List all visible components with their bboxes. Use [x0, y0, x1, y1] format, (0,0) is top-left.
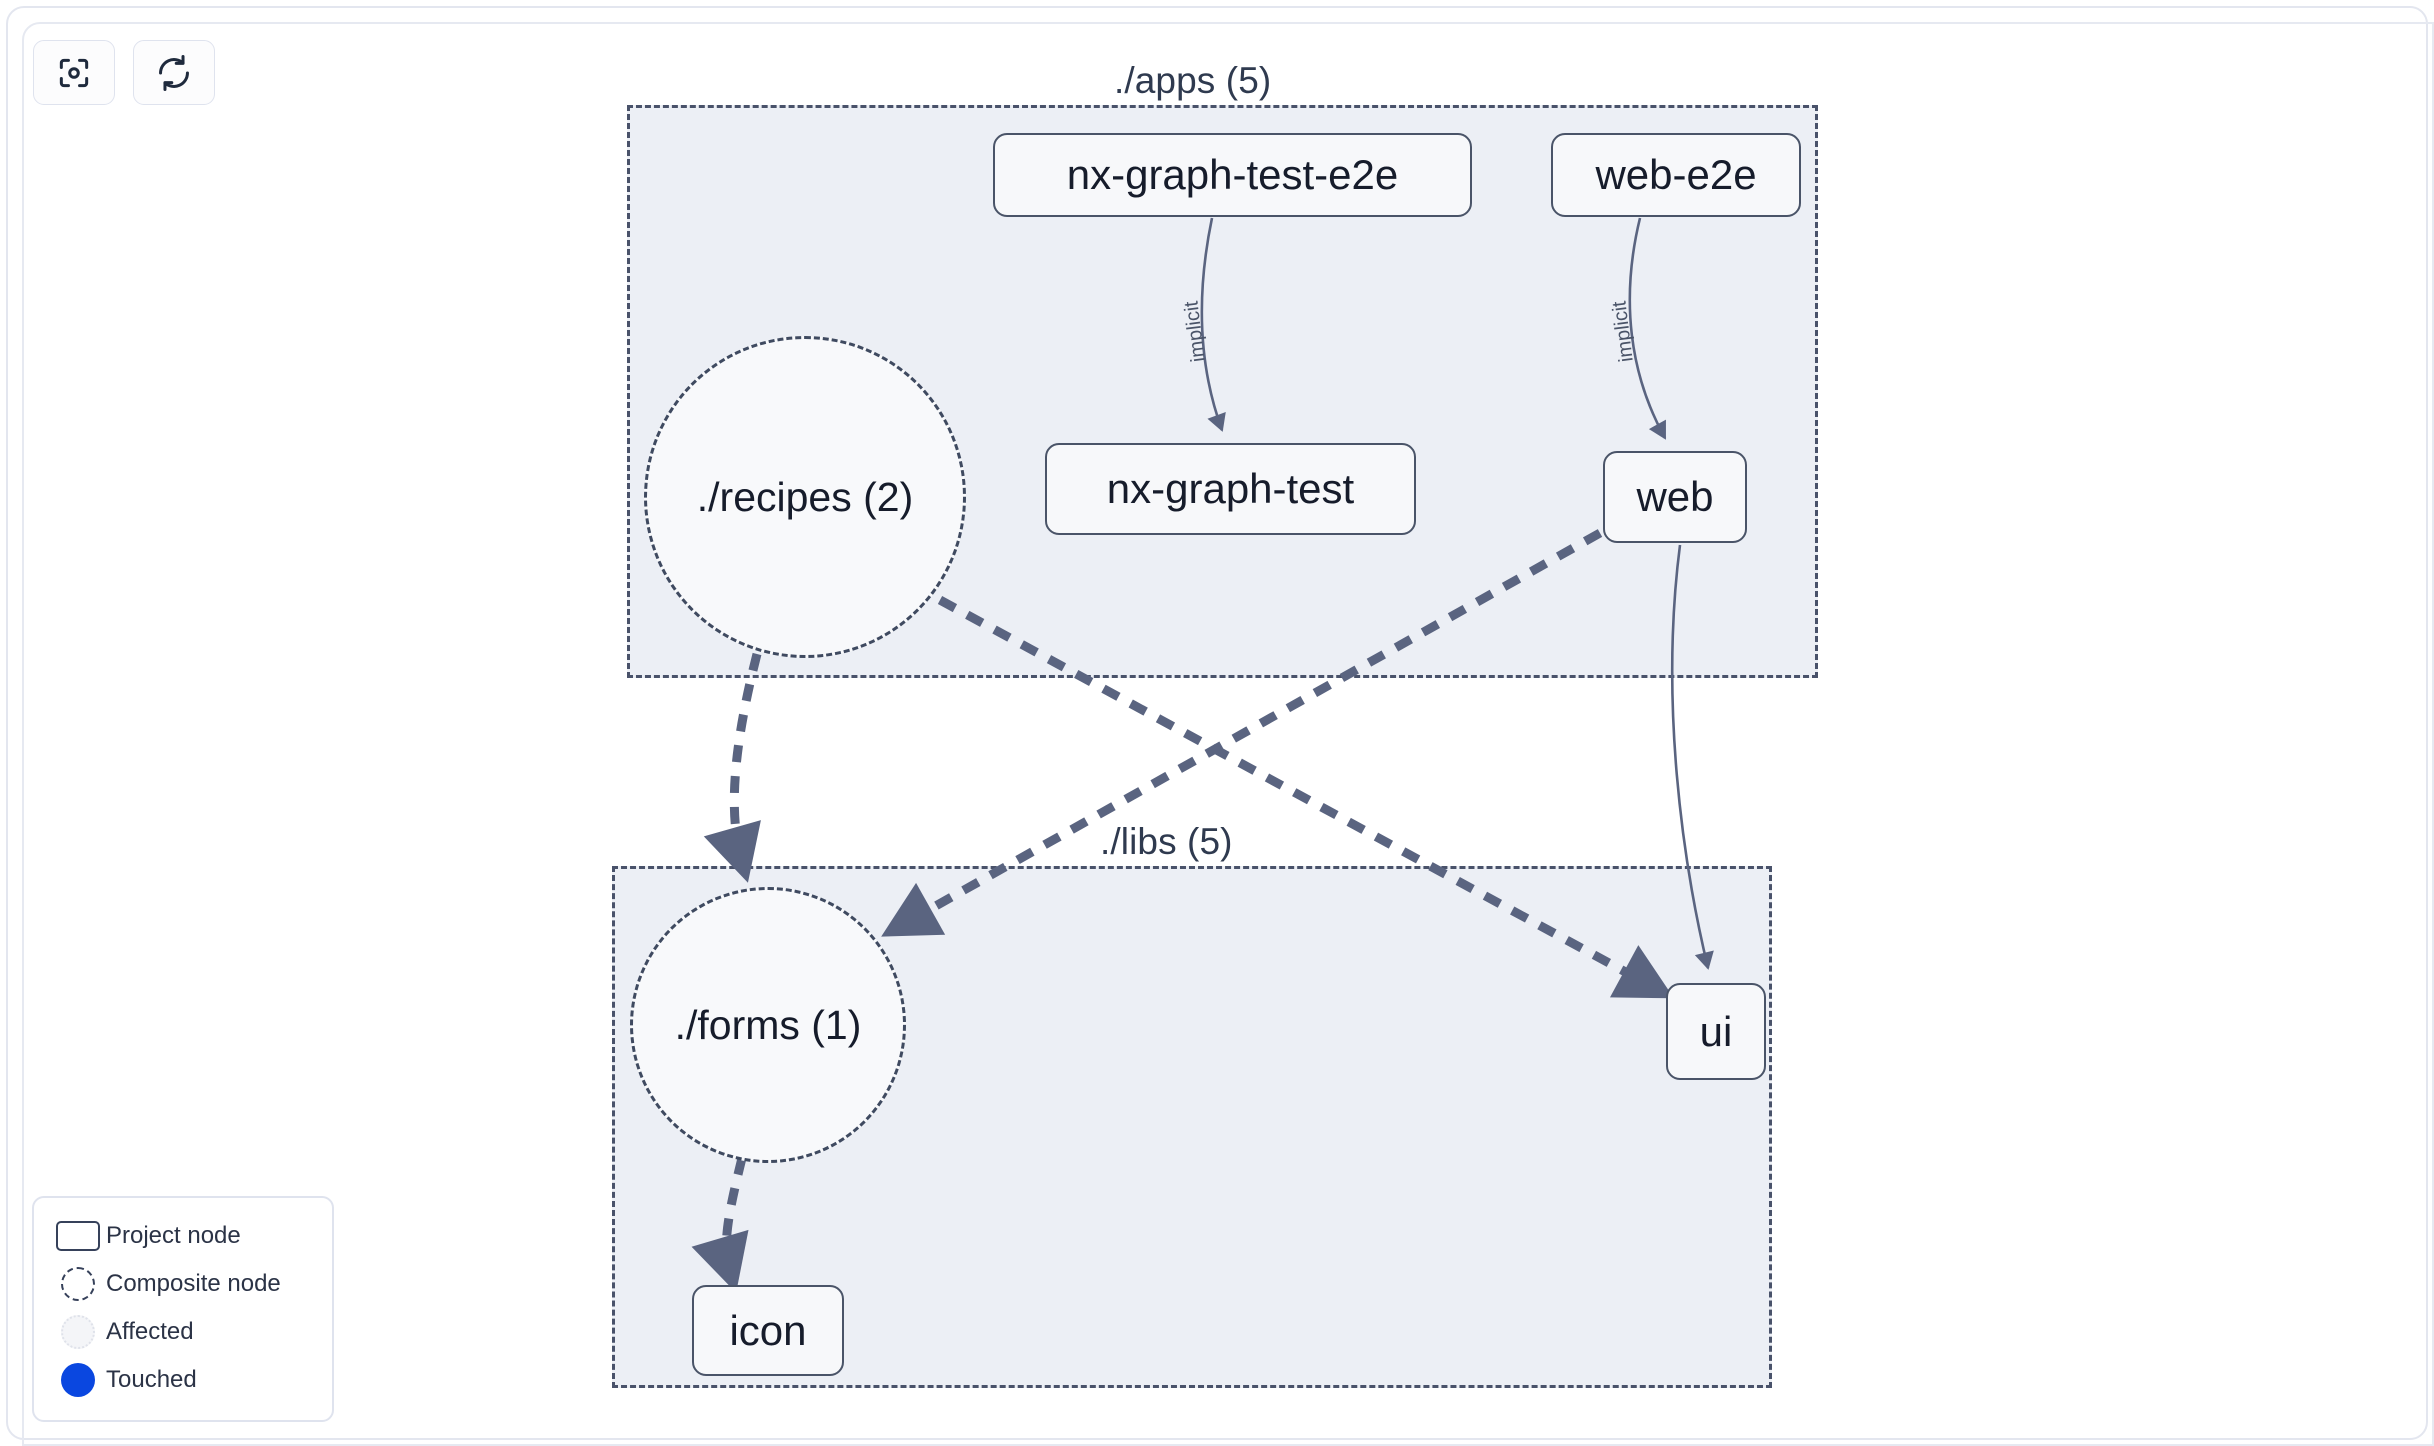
graph-legend: Project node Composite node Affected Tou…	[32, 1196, 334, 1422]
composite-node-forms[interactable]: ./forms (1)	[630, 887, 906, 1163]
graph-toolbar	[33, 40, 215, 105]
legend-item-touched-label: Touched	[106, 1366, 197, 1393]
composite-node-forms-label: ./forms (1)	[674, 1001, 862, 1048]
legend-item-composite-node-label: Composite node	[106, 1270, 281, 1297]
legend-item-project-node: Project node	[50, 1212, 316, 1260]
project-node-web-e2e[interactable]: web-e2e	[1551, 133, 1801, 217]
project-node-nx-graph-test-e2e[interactable]: nx-graph-test-e2e	[993, 133, 1472, 217]
project-node-ui-label: ui	[1699, 1007, 1733, 1055]
composite-node-swatch-icon	[50, 1267, 106, 1301]
composite-node-recipes[interactable]: ./recipes (2)	[644, 336, 966, 658]
legend-item-project-node-label: Project node	[106, 1222, 241, 1249]
project-node-nx-graph-test-label: nx-graph-test	[1106, 465, 1355, 512]
project-node-swatch-icon	[50, 1221, 106, 1251]
group-libs-label: ./libs (5)	[1100, 821, 1233, 862]
composite-node-recipes-label: ./recipes (2)	[696, 473, 914, 520]
group-apps-label: ./apps (5)	[1114, 60, 1272, 101]
focus-graph-button[interactable]	[33, 40, 115, 105]
project-node-nx-graph-test[interactable]: nx-graph-test	[1045, 443, 1416, 535]
focus-target-icon	[55, 54, 93, 92]
legend-item-affected: Affected	[50, 1308, 316, 1356]
project-node-web[interactable]: web	[1603, 451, 1747, 543]
touched-swatch-icon	[50, 1363, 106, 1397]
project-node-web-e2e-label: web-e2e	[1595, 151, 1757, 198]
refresh-graph-button[interactable]	[133, 40, 215, 105]
project-node-icon[interactable]: icon	[692, 1285, 844, 1376]
legend-item-affected-label: Affected	[106, 1318, 194, 1345]
project-node-icon-label: icon	[729, 1306, 807, 1354]
project-node-nx-graph-test-e2e-label: nx-graph-test-e2e	[1066, 151, 1399, 198]
project-node-ui[interactable]: ui	[1666, 983, 1766, 1080]
project-node-web-label: web	[1636, 473, 1714, 520]
refresh-icon	[155, 54, 193, 92]
affected-swatch-icon	[50, 1315, 106, 1349]
legend-item-touched: Touched	[50, 1356, 316, 1404]
legend-item-composite-node: Composite node	[50, 1260, 316, 1308]
